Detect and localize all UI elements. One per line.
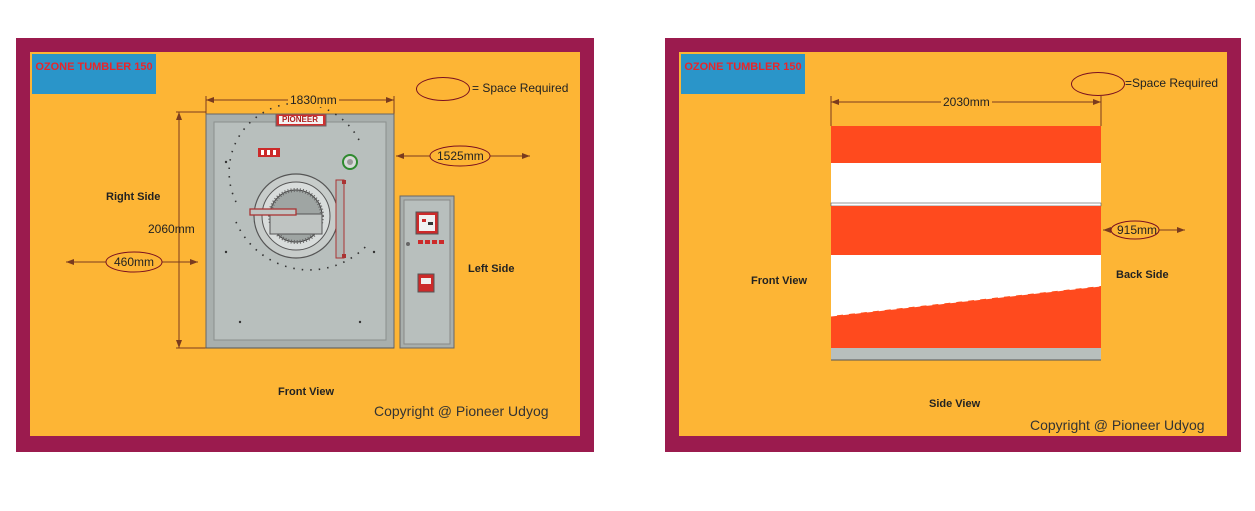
front-view-drawing (66, 96, 530, 349)
front-view-canvas: OZONE TUMBLER 150 = Space Required (30, 52, 580, 436)
side-view-canvas: OZONE TUMBLER 150 =Space Required (679, 52, 1227, 436)
height-dimension-label: 2060mm (148, 222, 195, 236)
front-view-label: Front View (751, 275, 808, 287)
left-side-label: Left Side (468, 263, 515, 275)
model-badge: OZONE TUMBLER 150 (32, 54, 156, 94)
model-badge: OZONE TUMBLER 150 (681, 54, 805, 94)
space-required-legend-ellipse (1071, 72, 1125, 96)
copyright-text: Copyright @ Pioneer Udyog (1030, 417, 1205, 433)
width-dimension-label: 2030mm (941, 95, 992, 109)
width-dimension-label: 1830mm (288, 93, 339, 107)
right-clearance-label: 1525mm (437, 149, 484, 163)
back-side-label: Back Side (1116, 269, 1169, 281)
space-required-legend-text: = Space Required (472, 81, 569, 95)
space-required-legend-text: =Space Required (1125, 76, 1219, 90)
side-view-drawing (830, 96, 1185, 361)
right-side-label: Right Side (106, 191, 161, 203)
brand-plate-text: PIONEER (282, 115, 319, 124)
back-clearance-label: 915mm (1117, 223, 1158, 237)
front-view-panel: OZONE TUMBLER 150 = Space Required (16, 38, 594, 452)
front-view-label: Front View (278, 386, 335, 398)
left-clearance-label: 460mm (114, 255, 155, 269)
space-required-legend-ellipse (416, 77, 470, 101)
copyright-text: Copyright @ Pioneer Udyog (374, 403, 549, 419)
side-view-label: Side View (929, 398, 981, 410)
side-view-panel: OZONE TUMBLER 150 =Space Required (665, 38, 1241, 452)
